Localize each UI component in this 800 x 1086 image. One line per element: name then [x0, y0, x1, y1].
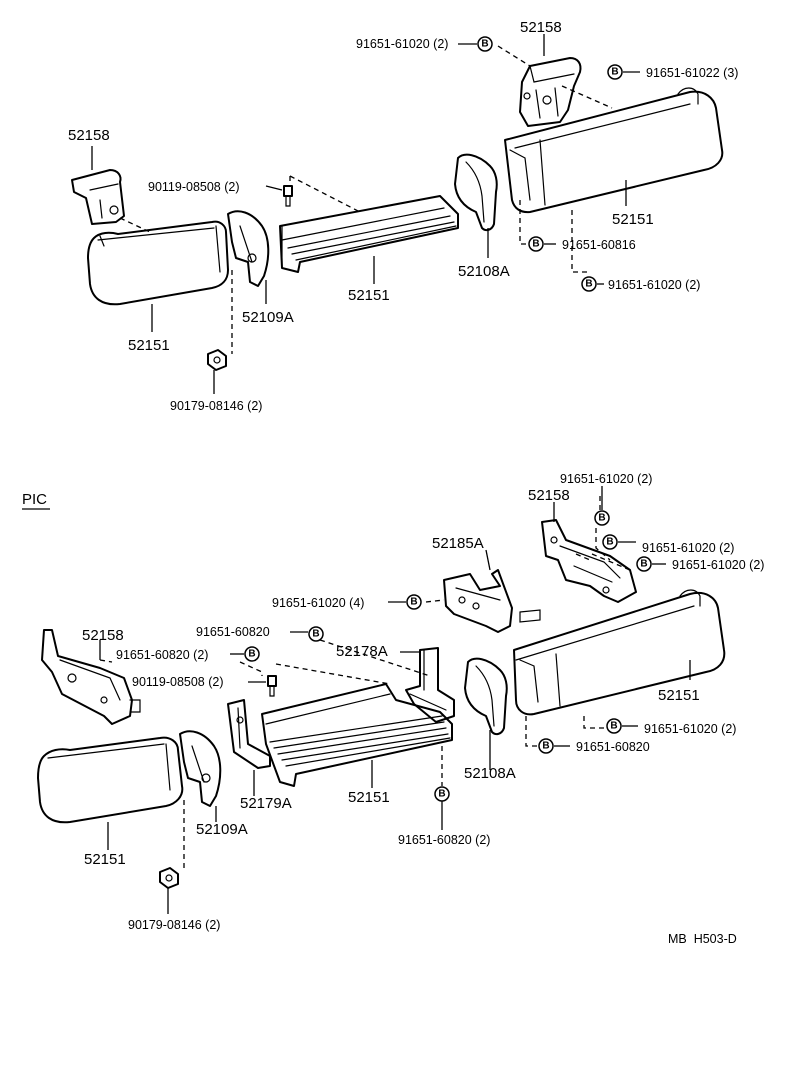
bottom-label-91651-60820-c: 91651-60820 (2) — [398, 833, 490, 847]
bottom-label-52151-left: 52151 — [84, 851, 126, 868]
bottom-bracket-52178A — [405, 647, 455, 723]
bottom-label-91651-60820-b: 91651-60820 — [576, 740, 650, 754]
bottom-label-91651-61020-4: 91651-61020 (4) — [272, 596, 364, 610]
top-bracket-52158-left — [71, 169, 125, 225]
bottom-b-symbol-1-text: B — [598, 513, 605, 524]
bottom-label-90119-08508: 90119-08508 (2) — [132, 675, 224, 689]
bottom-label-52109A: 52109A — [196, 821, 248, 838]
bottom-bolt-90119 — [267, 675, 277, 697]
top-bumper-right-part — [504, 87, 724, 214]
top-label-90119-08508: 90119-08508 (2) — [148, 180, 240, 194]
top-b-symbol-2-text: B — [611, 67, 618, 78]
bottom-label-90179-08146: 90179-08146 (2) — [128, 918, 220, 932]
top-label-52158-right: 52158 — [520, 19, 562, 36]
top-filler-52108A — [454, 153, 498, 232]
top-bracket-52158-right — [519, 57, 582, 127]
bottom-b-symbol-8-text: B — [542, 741, 549, 752]
top-label-52151-right: 52151 — [612, 211, 654, 228]
top-b-symbol-3-text: B — [532, 239, 539, 250]
bottom-label-91651-61020-t: 91651-61020 (2) — [560, 472, 652, 486]
top-label-52151-left: 52151 — [128, 337, 170, 354]
bottom-label-91651-61020-r3: 91651-61020 (2) — [644, 722, 736, 736]
top-label-52108A: 52108A — [458, 263, 510, 280]
bottom-b-symbol-4-text: B — [410, 597, 417, 608]
top-label-91651-61020-b: 91651-61020 (2) — [608, 278, 700, 292]
top-label-91651-61020-a: 91651-61020 (2) — [356, 37, 448, 51]
top-label-52158-left: 52158 — [68, 127, 110, 144]
bottom-b-symbol-3-text: B — [640, 559, 647, 570]
top-nut-90179 — [207, 349, 227, 371]
top-bumper-left-part — [87, 220, 229, 306]
top-step-52151 — [279, 195, 459, 273]
bottom-label-52158-left: 52158 — [82, 627, 124, 644]
bottom-label-52185A: 52185A — [432, 535, 484, 552]
bottom-label-52178A: 52178A — [336, 643, 388, 660]
bottom-bracket-52109A — [179, 730, 222, 807]
bottom-label-91651-60820-a: 91651-60820 — [196, 625, 270, 639]
bottom-label-52158-right: 52158 — [528, 487, 570, 504]
bottom-bumper-left-part — [37, 736, 184, 824]
bottom-b-symbol-2-text: B — [606, 537, 613, 548]
top-label-91651-60816: 91651-60816 — [562, 238, 636, 252]
top-label-52109A: 52109A — [242, 309, 294, 326]
bottom-bumper-right-part — [513, 589, 726, 716]
top-label-90179-08146: 90179-08146 (2) — [170, 399, 262, 413]
bottom-nut-90179 — [159, 867, 179, 889]
bottom-bracket-52179A — [227, 699, 271, 769]
bottom-label-52151-mid: 52151 — [348, 789, 390, 806]
top-assembly: B B B B 52158 91651-61020 (2) 91651-6102… — [68, 19, 738, 413]
bottom-b-symbol-5-text: B — [312, 629, 319, 640]
bottom-label-91651-61020-r2: 91651-61020 (2) — [672, 558, 764, 572]
top-b-symbol-4-text: B — [585, 279, 592, 290]
top-b-symbol-1-text: B — [481, 39, 488, 50]
bottom-label-52151-right: 52151 — [658, 687, 700, 704]
top-bracket-52109A — [227, 210, 270, 287]
bottom-b-symbol-6-text: B — [248, 649, 255, 660]
bottom-assembly: PIC — [22, 472, 764, 946]
diagram-code: MB H503-D — [668, 932, 737, 946]
bottom-bracket-52158-left — [41, 629, 141, 725]
bottom-bracket-52185A — [443, 569, 541, 633]
bottom-label-91651-60820-2: 91651-60820 (2) — [116, 648, 208, 662]
bottom-step-52151 — [261, 683, 453, 787]
bottom-b-symbol-9-text: B — [438, 789, 445, 800]
section-label-pic: PIC — [22, 491, 47, 508]
bottom-bracket-52158-right — [541, 519, 637, 603]
top-bolt-90119 — [283, 185, 293, 207]
top-label-52151-mid: 52151 — [348, 287, 390, 304]
top-label-91651-61022: 91651-61022 (3) — [646, 66, 738, 80]
bottom-label-91651-61020-r1: 91651-61020 (2) — [642, 541, 734, 555]
bottom-b-symbol-7-text: B — [610, 721, 617, 732]
bottom-label-52179A: 52179A — [240, 795, 292, 812]
bottom-filler-52108A — [464, 657, 508, 736]
bottom-label-52108A: 52108A — [464, 765, 516, 782]
